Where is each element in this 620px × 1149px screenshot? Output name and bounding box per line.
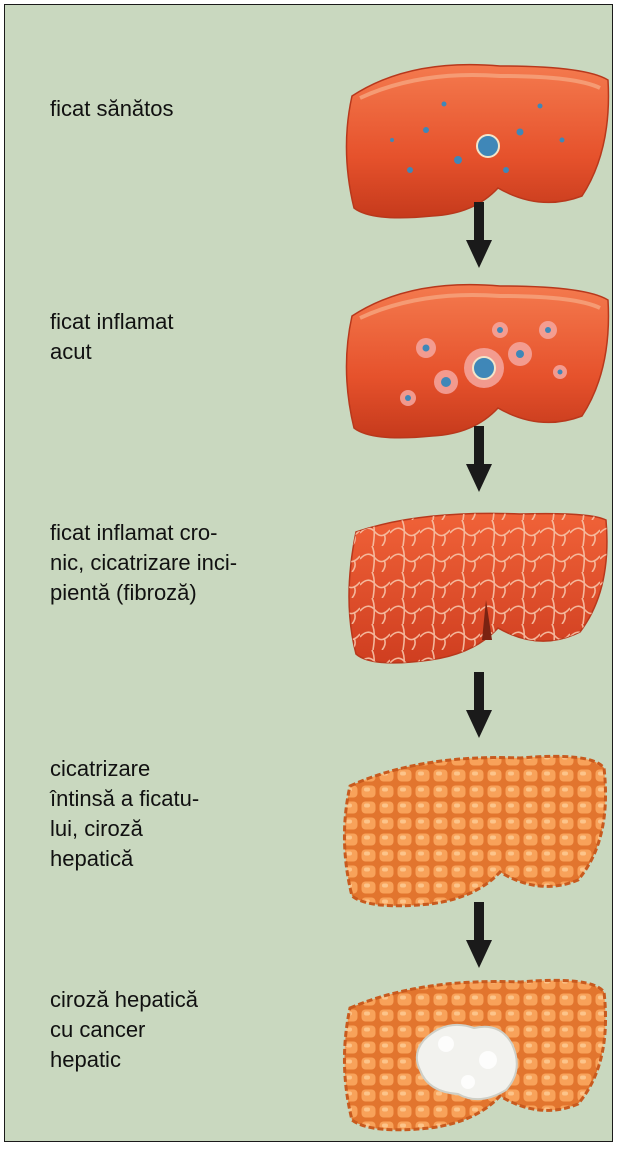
- liver-healthy: [346, 65, 608, 218]
- arrow-2: [466, 426, 492, 492]
- liver-fibrosis: [349, 513, 607, 663]
- liver-inflamed-acute: [346, 285, 608, 438]
- arrow-4: [466, 902, 492, 968]
- liver-cirrhosis-cancer: [344, 980, 605, 1129]
- liver-cirrhosis: [344, 756, 605, 905]
- arrow-1: [466, 202, 492, 268]
- arrow-3: [466, 672, 492, 738]
